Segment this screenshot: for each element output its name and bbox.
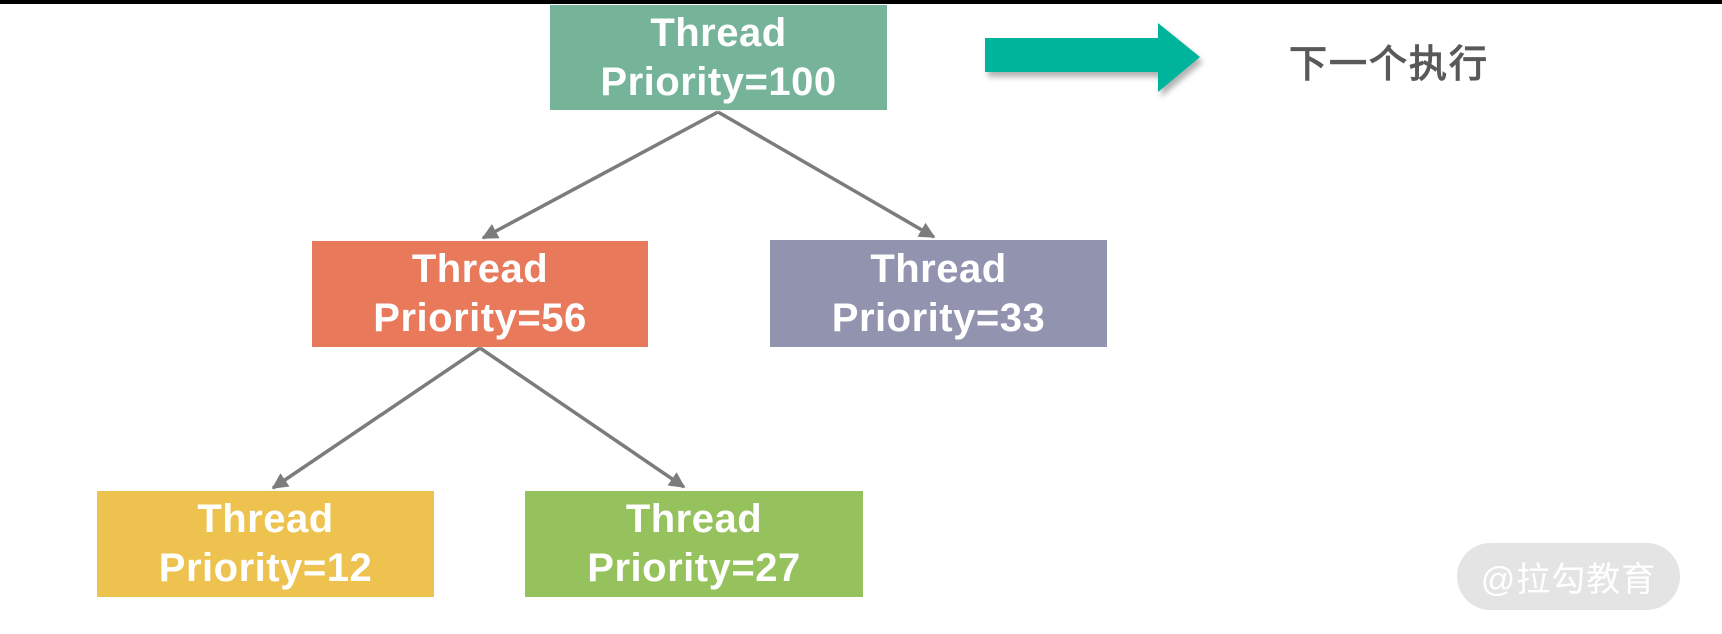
thread-node-priority: Priority=33 xyxy=(831,295,1046,340)
edge-56-to-12 xyxy=(271,346,481,490)
edge-root-to-56 xyxy=(481,110,719,240)
thread-node-priority: Priority=56 xyxy=(373,296,587,340)
right-arrow-icon xyxy=(985,23,1200,92)
thread-node-title: Thread xyxy=(197,497,334,541)
thread-node-priority: Priority=27 xyxy=(587,546,801,590)
top-border-bar xyxy=(0,0,1722,4)
thread-node-title: Thread xyxy=(411,247,549,291)
thread-node-priority-33: Thread Priority=33 xyxy=(770,240,1107,347)
thread-node-priority: Priority=12 xyxy=(158,546,373,590)
thread-node-priority-12: Thread Priority=12 xyxy=(97,491,434,597)
thread-node-priority: Priority=100 xyxy=(600,59,837,104)
thread-node-priority-27: Thread Priority=27 xyxy=(525,491,863,597)
thread-node-title: Thread xyxy=(650,10,787,55)
thread-node-title: Thread xyxy=(625,497,763,541)
edge-56-to-27 xyxy=(479,346,686,489)
watermark-text: @拉勾教育 xyxy=(1480,561,1657,599)
thread-node-priority-56: Thread Priority=56 xyxy=(312,241,648,347)
thread-node-priority-100: Thread Priority=100 xyxy=(550,5,887,110)
watermark-badge: @拉勾教育 xyxy=(1457,543,1680,610)
thread-node-title: Thread xyxy=(870,246,1007,291)
edge-root-to-33 xyxy=(717,110,936,239)
next-execution-label: 下一个执行 xyxy=(1289,44,1490,86)
right-arrow-shape xyxy=(985,23,1200,92)
